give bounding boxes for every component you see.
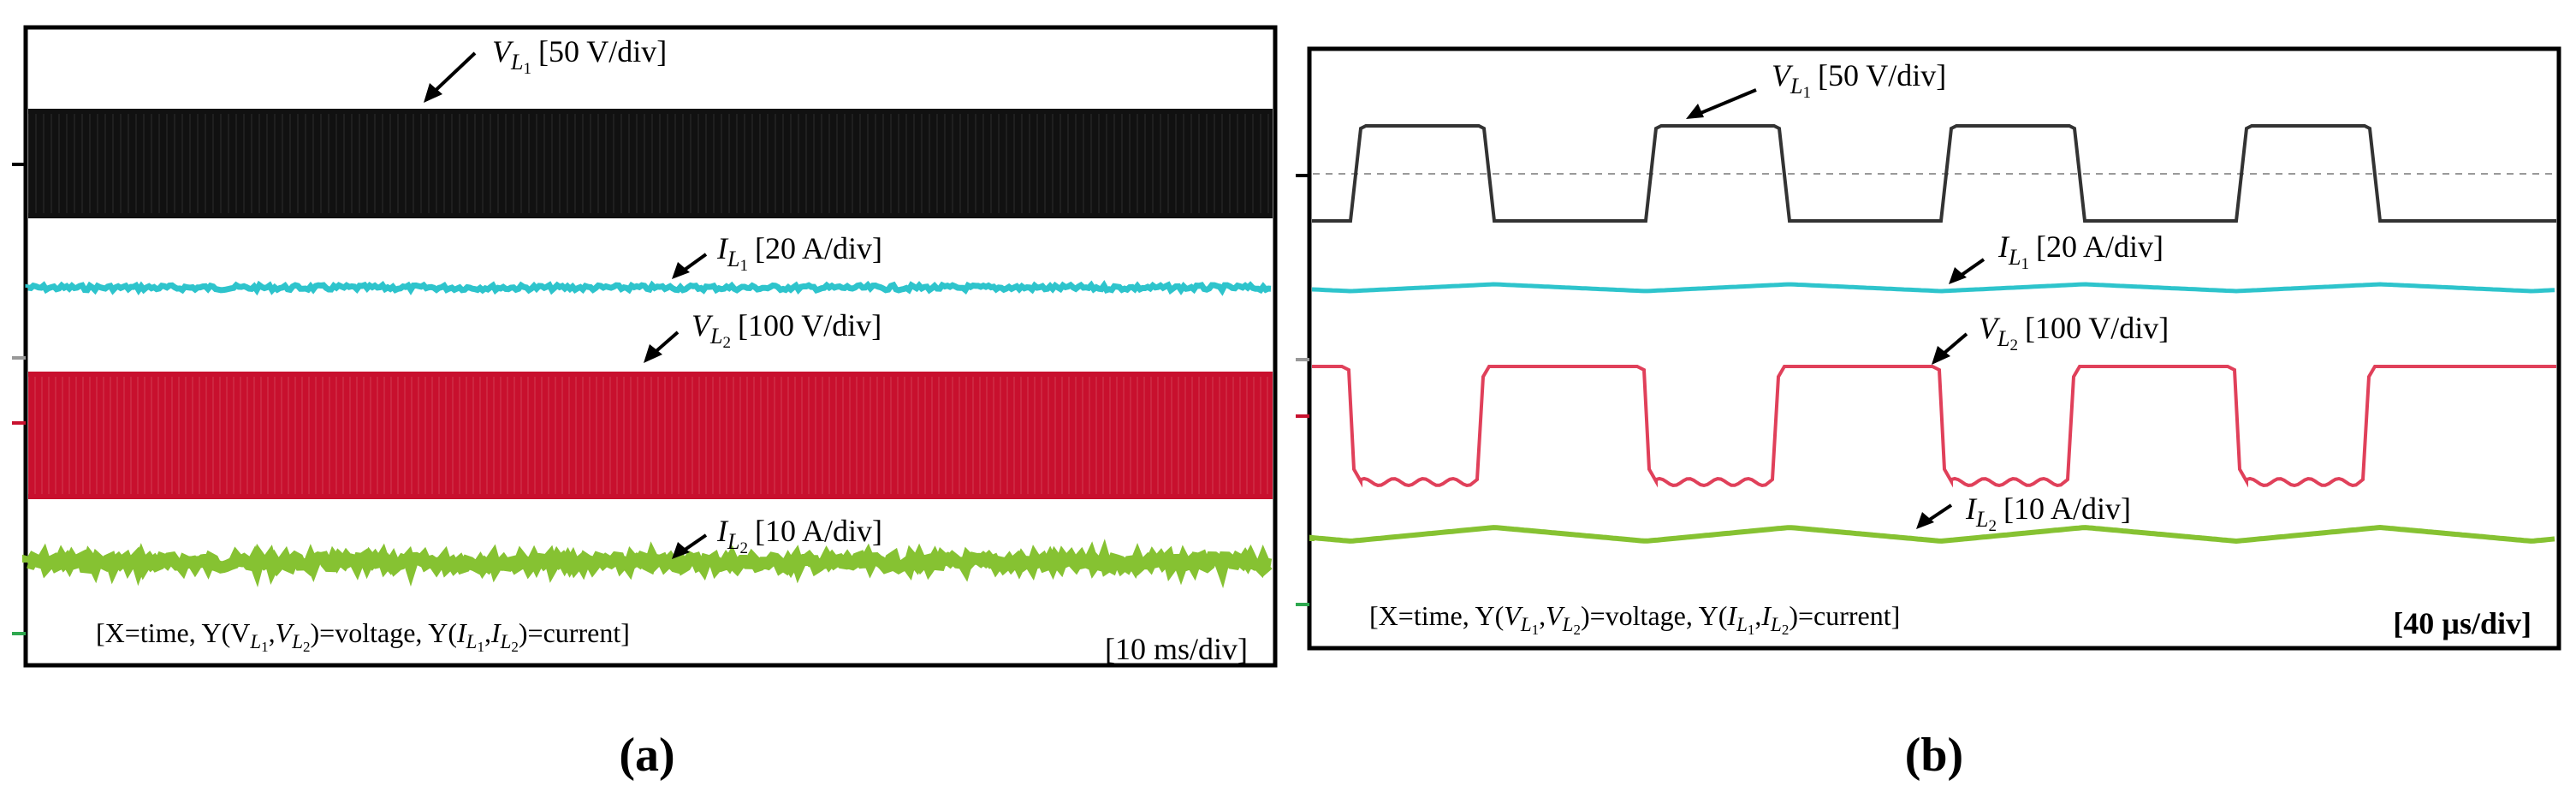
panel-a-label-vl1: VL1 [50 V/div] [424,34,667,103]
scale: [50 V/div] [538,34,667,68]
sym: I [716,514,729,548]
scale: [100 V/div] [2025,311,2169,345]
sym: V [1772,58,1794,92]
sub: L [510,50,523,74]
scale: [20 A/div] [755,231,882,265]
svg-text:VL2[100 V/div]: VL2 [100 V/div] [691,308,881,352]
sub: L [709,324,722,348]
panel-b-frame [1307,46,2561,651]
subsub: 2 [739,539,748,557]
sub: L [1997,326,2009,351]
sub: L [1975,507,1988,532]
panel-b-vl2-trace [1312,365,2556,488]
svg-text:IL1[20 A/div]: IL1 [20 A/div] [1997,229,2163,273]
subsub: 2 [722,334,731,352]
sym: V [1979,311,2001,345]
panel-a-label-vl2: VL2 [100 V/div] [644,308,881,363]
subsub: 2 [2009,336,2018,354]
panel-b-vl1-trace [1312,124,2556,223]
scale: [50 V/div] [1818,58,1946,92]
subsub: 1 [1802,84,1811,102]
scale: [20 A/div] [2036,229,2163,264]
svg-text:VL2[100 V/div]: VL2 [100 V/div] [1979,311,2169,354]
svg-text:VL1[50 V/div]: VL1 [50 V/div] [492,34,667,78]
panel-a-vl2-trace [27,372,1273,499]
subsub: 1 [2021,255,2029,273]
panel-a-axes-text: [X=time, Y(VL1,VL2)=voltage, Y(IL1,IL2)=… [96,617,630,655]
panel-b-time-scale: [40 µs/div] [2393,606,2531,640]
panel-b-il2-trace [1309,524,2555,545]
svg-text:IL2[10 A/div]: IL2 [10 A/div] [716,514,882,557]
panel-b-label-vl2: VL2 [100 V/div] [1932,311,2169,365]
sub: L [1790,74,1802,98]
svg-text:IL1[20 A/div]: IL1 [20 A/div] [716,231,882,275]
subsub: 1 [523,60,531,78]
svg-text:VL1[50 V/div]: VL1 [50 V/div] [1772,58,1946,102]
panel-a-time-scale: [10 ms/div] [1105,632,1248,666]
sym: V [492,34,514,68]
panel-b: VL1[50 V/div] IL1[20 A/div] VL2[100 V/di… [1296,46,2561,651]
panel-b-il1-trace [1311,282,2555,294]
subsub: 2 [1988,517,1997,535]
panel-b-label-il1: IL1 [20 A/div] [1949,229,2163,284]
panel-a: VL1[50 V/div] IL1[20 A/div] VL2[100 V/di… [12,25,1278,668]
scale: [10 A/div] [2003,491,2131,526]
sym: I [1965,491,1978,526]
subsub: 1 [739,257,748,275]
panel-a-label-il1: IL1 [20 A/div] [672,231,882,279]
panel-b-label-vl1: VL1 [50 V/div] [1686,58,1946,119]
svg-text:IL2[10 A/div]: IL2 [10 A/div] [1965,491,2131,535]
sub: L [727,529,739,554]
panel-b-label-il2: IL2 [10 A/div] [1916,491,2131,535]
panel-a-il2-trace [22,539,1273,589]
sym: V [691,308,714,342]
panel-a-vl1-trace [27,109,1273,218]
panel-b-caption: (b) [1905,729,1963,782]
sym: I [1997,229,2010,264]
panel-a-caption: (a) [619,729,674,782]
scale: [10 A/div] [755,514,882,548]
scale: [100 V/div] [738,308,881,342]
panel-a-il1-trace [25,280,1272,296]
sub: L [2008,245,2021,270]
panel-b-axes-text: [X=time, Y(VL1,VL2)=voltage, Y(IL1,IL2)=… [1369,600,1900,638]
sym: I [716,231,729,265]
sub: L [727,247,739,271]
panel-a-label-il2: IL2 [10 A/div] [672,514,882,559]
